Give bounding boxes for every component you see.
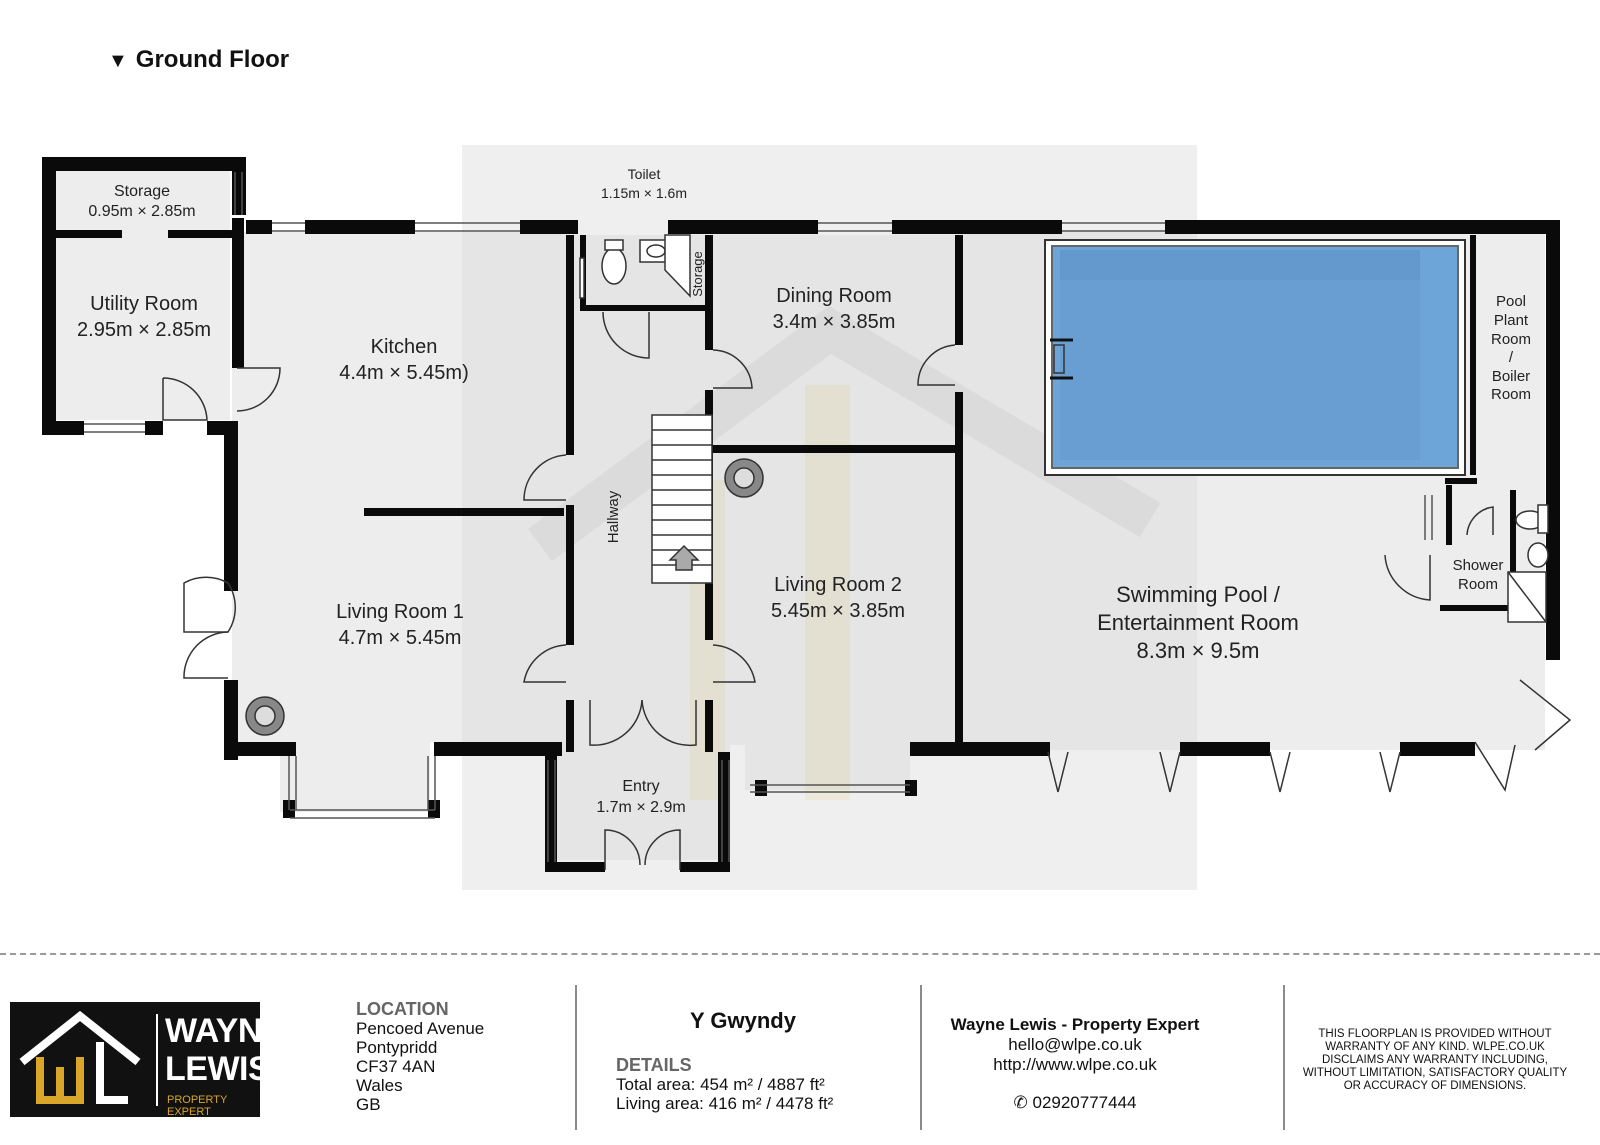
shower-line-2: Room <box>1458 576 1498 593</box>
living-area: Living area: 416 m² / 4478 ft² <box>616 1094 834 1113</box>
shower-line-1: Shower <box>1453 557 1504 574</box>
plant-line-3: Room <box>1491 331 1531 348</box>
contact-web[interactable]: http://www.wlpe.co.uk <box>993 1055 1157 1074</box>
logo-tagline: PROPERTY EXPERT <box>167 1094 228 1118</box>
plant-line-6: Room <box>1491 386 1531 403</box>
toilet-fixture-icon <box>601 247 627 285</box>
windows <box>84 172 1433 862</box>
location-line: CF37 4AN <box>356 1057 436 1076</box>
logo-name: WAYNE LEWIS <box>165 1012 285 1088</box>
disclaimer: THIS FLOORPLAN IS PROVIDED WITHOUT WARRA… <box>1302 1028 1568 1092</box>
phone-icon: ✆ <box>1013 1093 1028 1112</box>
dining-name: Dining Room <box>776 285 892 307</box>
contact-phone-row[interactable]: ✆ 02920777444 <box>930 1093 1220 1113</box>
property-name: Y Gwyndy <box>690 1008 796 1033</box>
location-heading: LOCATION <box>356 999 449 1019</box>
floor-title: ▼ Ground Floor <box>108 46 289 74</box>
location-block: LOCATION Pencoed Avenue Pontypridd CF37 … <box>356 999 485 1115</box>
toilet-dims: 1.15m × 1.6m <box>601 185 687 201</box>
details-heading: DETAILS <box>616 1055 692 1075</box>
living2-name: Living Room 2 <box>774 574 902 596</box>
pool-name-line1: Swimming Pool / <box>1116 582 1281 607</box>
living2-dims: 5.45m × 3.85m <box>771 600 905 622</box>
kitchen-dims: 4.4m × 5.45m) <box>339 362 469 384</box>
logo-separator <box>156 1014 158 1106</box>
plant-line-4: / <box>1509 349 1514 366</box>
contact-block: Wayne Lewis - Property Expert hello@wlpe… <box>930 1015 1220 1113</box>
room-labels: Storage 0.95m × 2.85m Utility Room 2.95m… <box>77 166 1531 816</box>
floor-title-text: Ground Floor <box>135 46 290 73</box>
location-line: Wales <box>356 1076 403 1095</box>
kitchen-name: Kitchen <box>371 336 438 358</box>
contact-email[interactable]: hello@wlpe.co.uk <box>1008 1035 1142 1054</box>
logo-line2: LEWIS <box>165 1050 271 1088</box>
dining-dims: 3.4m × 3.85m <box>773 311 896 333</box>
location-line: GB <box>356 1095 381 1114</box>
shower-basin-icon <box>1527 542 1549 568</box>
details-block: DETAILS Total area: 454 m² / 4887 ft² Li… <box>616 1055 834 1114</box>
entry-name: Entry <box>622 778 659 795</box>
storage-top-dims: 0.95m × 2.85m <box>88 203 195 220</box>
logo-line1: WAYNE <box>165 1012 285 1050</box>
stairs-up-arrow-icon <box>668 544 700 571</box>
company-logo: WAYNE LEWIS PROPERTY EXPERT <box>10 1002 285 1118</box>
total-area: Total area: 454 m² / 4887 ft² <box>616 1075 825 1094</box>
toilet-name: Toilet <box>628 166 661 182</box>
entry-dims: 1.7m × 2.9m <box>596 799 685 816</box>
location-line: Pontypridd <box>356 1038 438 1057</box>
plant-line-5: Boiler <box>1492 368 1530 385</box>
swimming-pool <box>1044 239 1466 476</box>
utility-dims: 2.95m × 2.85m <box>77 319 211 341</box>
plant-line-2: Plant <box>1494 312 1529 329</box>
doors <box>162 311 1572 870</box>
contact-name: Wayne Lewis - Property Expert <box>950 1015 1200 1034</box>
footer-separator-1 <box>575 985 577 1130</box>
pool-dims: 8.3m × 9.5m <box>1137 638 1260 663</box>
storage-small-name: Storage <box>690 251 705 297</box>
footer-separator-2 <box>920 985 922 1130</box>
hallway-name: Hallway <box>605 490 622 543</box>
location-line: Pencoed Avenue <box>356 1019 485 1038</box>
storage-top-name: Storage <box>114 183 170 200</box>
collapse-triangle-icon[interactable]: ▼ <box>108 50 128 72</box>
utility-name: Utility Room <box>90 293 198 315</box>
floor-plan: Storage 0.95m × 2.85m Utility Room 2.95m… <box>42 145 1572 890</box>
contact-phone: 02920777444 <box>1032 1093 1137 1112</box>
plant-line-1: Pool <box>1496 293 1526 310</box>
living1-name: Living Room 1 <box>336 601 464 623</box>
house-logo-icon <box>19 1010 141 1104</box>
footer-separator-3 <box>1283 985 1285 1130</box>
footer-divider <box>0 953 1600 955</box>
living1-dims: 4.7m × 5.45m <box>339 627 462 649</box>
pool-name-line2: Entertainment Room <box>1097 610 1299 635</box>
fixtures <box>245 234 1549 736</box>
